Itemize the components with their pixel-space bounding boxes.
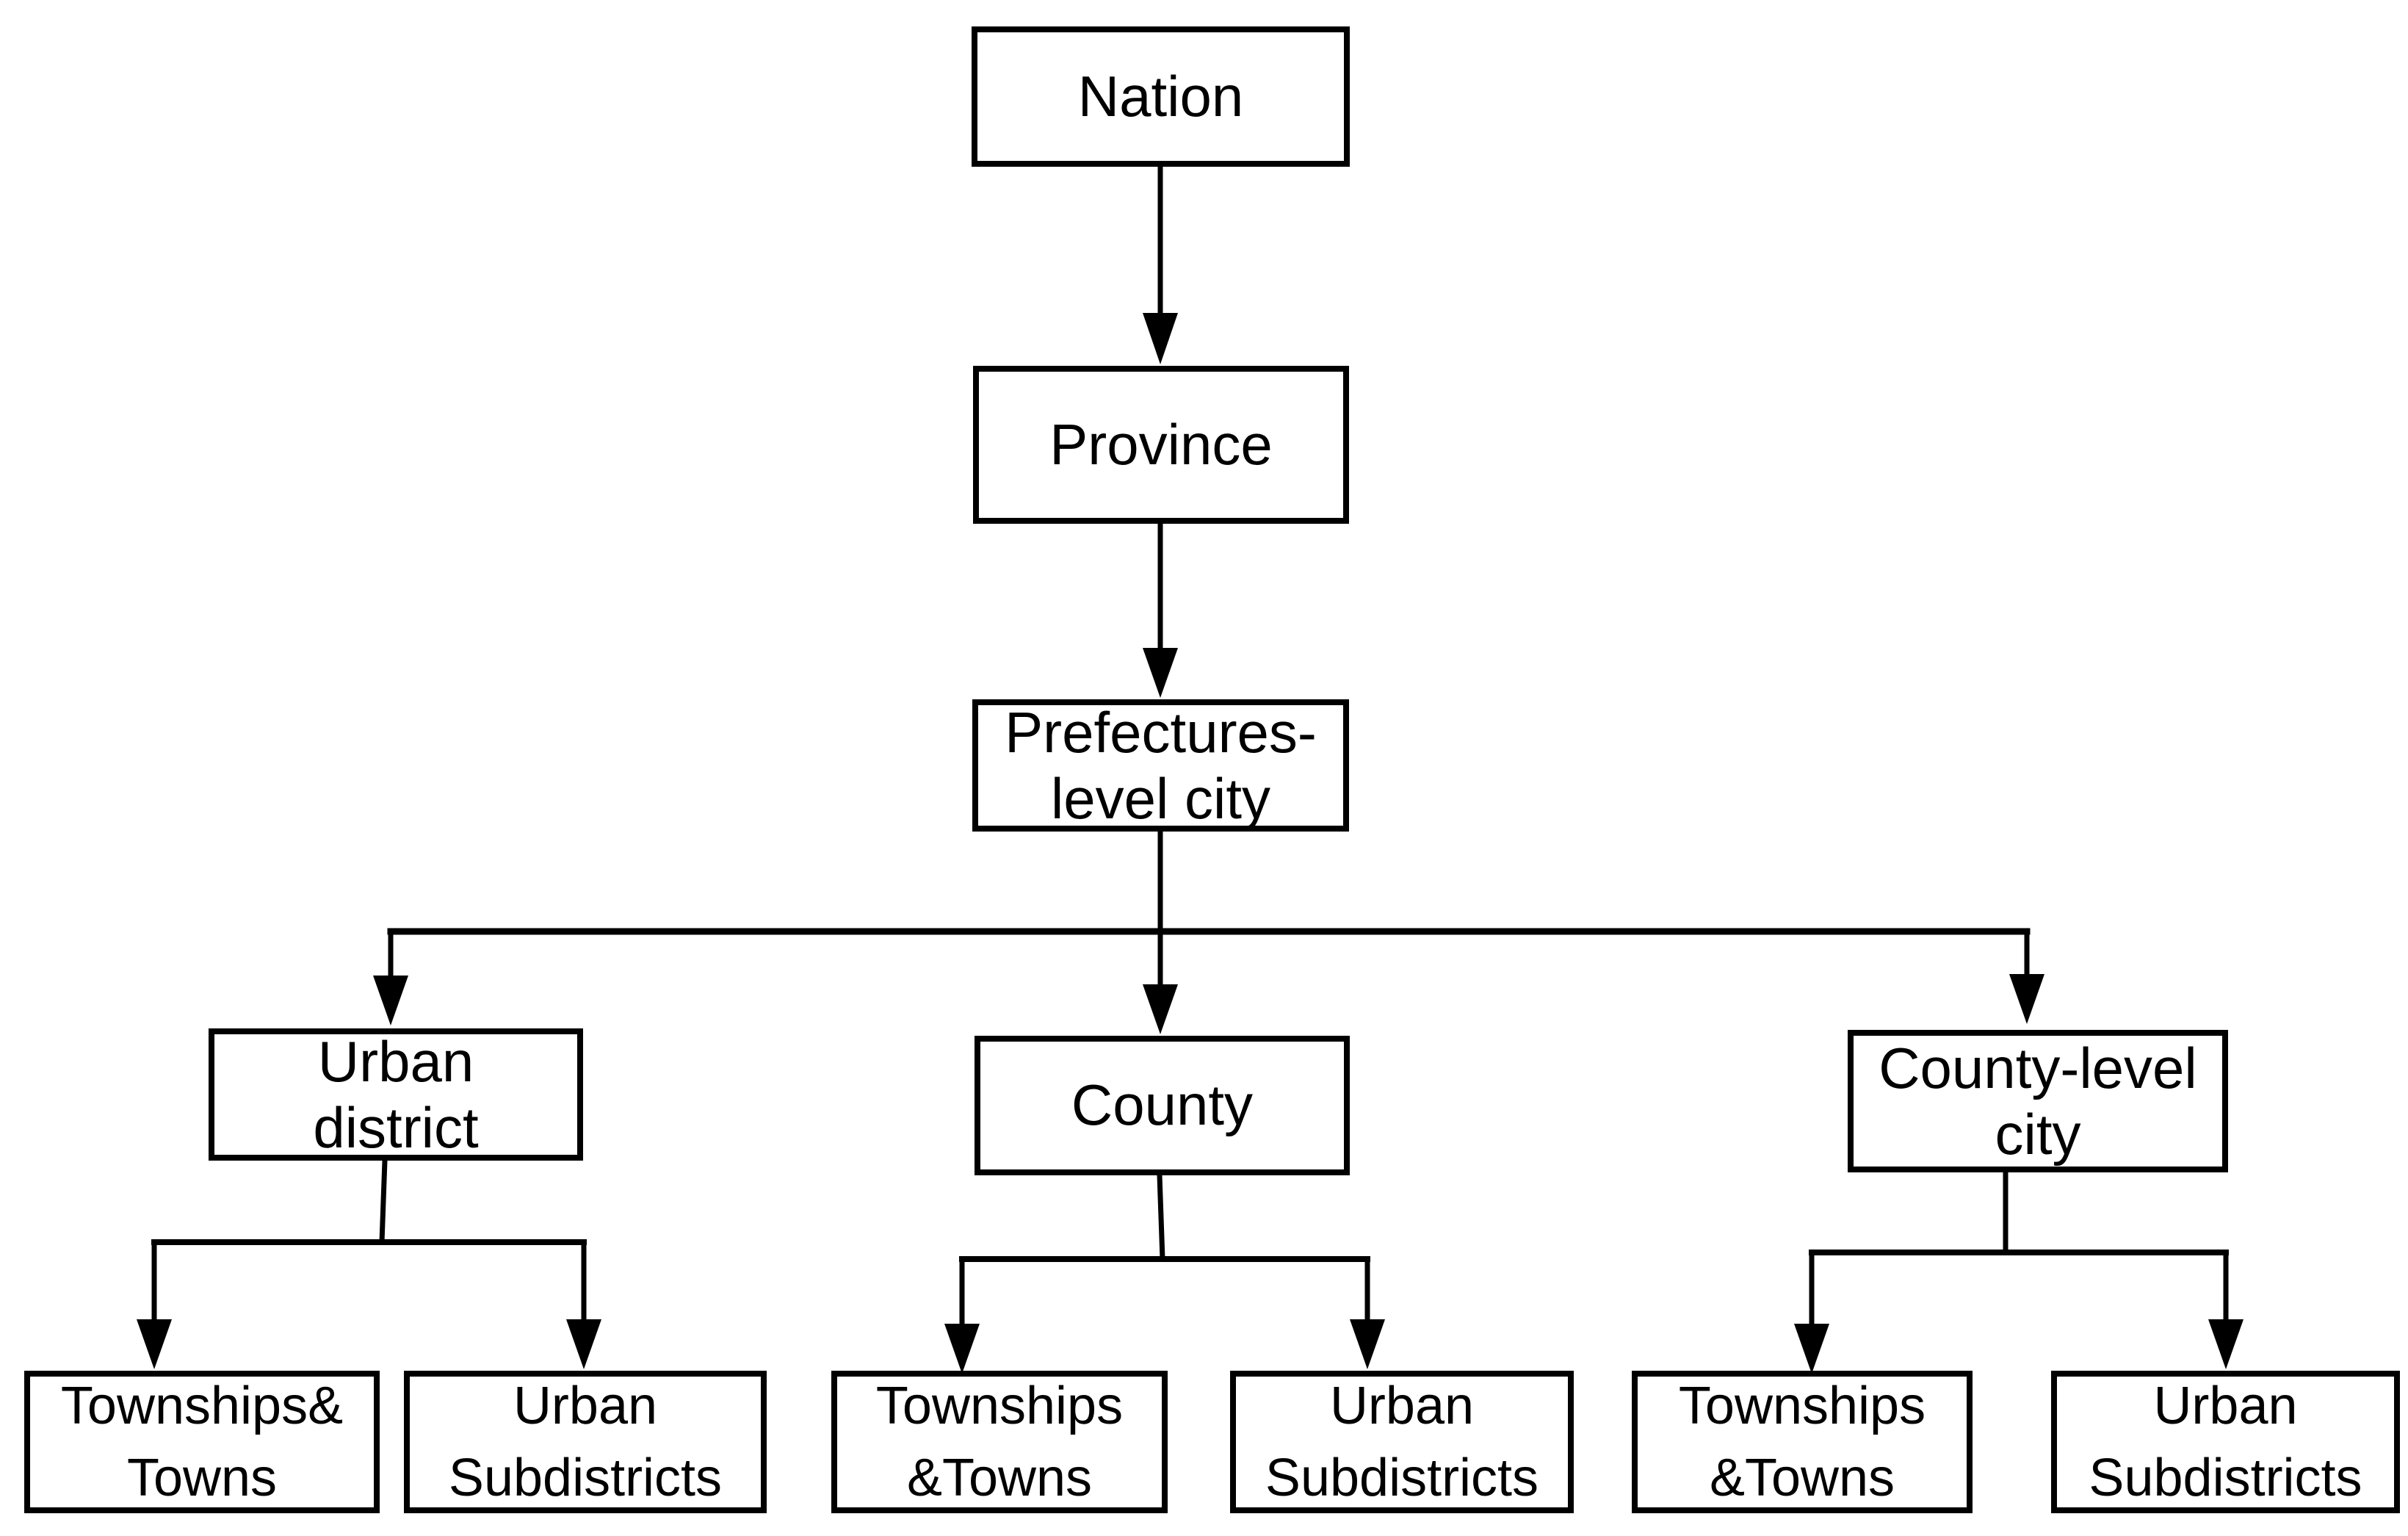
node-nation: Nation	[972, 26, 1350, 167]
arrowhead	[1350, 1319, 1385, 1369]
arrowhead	[2208, 1319, 2244, 1369]
node-townships-towns-middle: Townships &Towns	[831, 1371, 1168, 1513]
node-urban-subdistricts-right: Urban Subdistricts	[2051, 1371, 2400, 1513]
arrowhead	[137, 1319, 172, 1369]
connector-line	[379, 1158, 388, 1245]
arrowhead	[373, 976, 408, 1025]
arrowhead	[1794, 1324, 1829, 1374]
node-urban-subdistricts-middle: Urban Subdistricts	[1230, 1371, 1574, 1513]
node-urban-subdistricts-left: Urban Subdistricts	[404, 1371, 767, 1513]
arrowhead	[2009, 974, 2044, 1024]
node-province: Province	[973, 366, 1349, 524]
edge-county-level-city-split	[1794, 1169, 2244, 1374]
arrowhead	[1143, 984, 1178, 1034]
edge-nation-province	[1143, 164, 1178, 364]
arrowhead	[944, 1324, 980, 1374]
node-county-level-city: County-level city	[1848, 1030, 2228, 1172]
arrowhead	[1143, 313, 1178, 364]
node-townships-towns-left: Townships& Towns	[24, 1371, 380, 1513]
node-urban-district: Urban district	[209, 1028, 583, 1161]
edge-prefectures-level-city-split	[373, 829, 2044, 1034]
node-prefectures-level-city: Prefectures- level city	[972, 699, 1349, 832]
connector-line	[1157, 1172, 1165, 1262]
edge-county-split	[944, 1172, 1385, 1374]
node-county: County	[975, 1036, 1350, 1175]
arrowhead	[566, 1319, 601, 1369]
node-townships-towns-right: Townships &Towns	[1632, 1371, 1973, 1513]
edge-province-prefectures-level-city	[1143, 521, 1178, 698]
edge-urban-district-split	[137, 1158, 601, 1369]
arrowhead	[1143, 648, 1178, 698]
